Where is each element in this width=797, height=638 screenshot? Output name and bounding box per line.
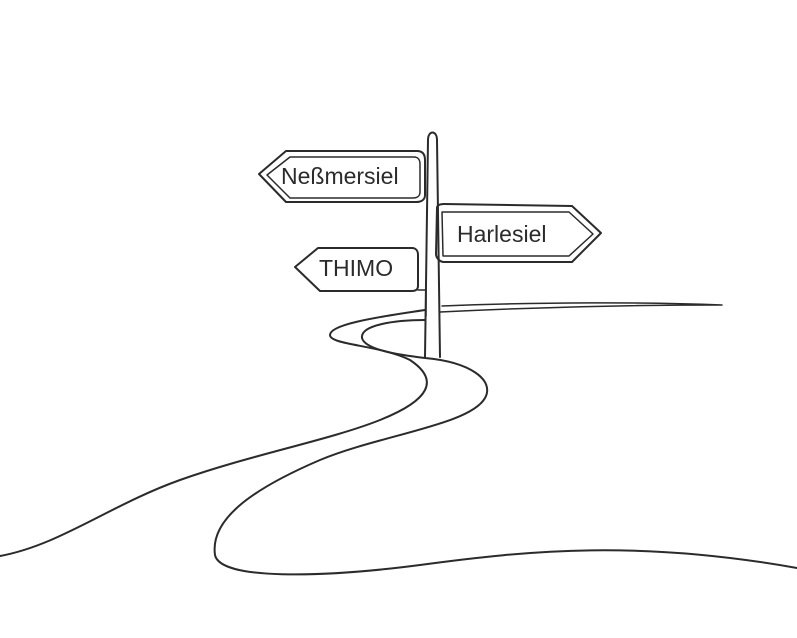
sign-nessmersiel-label: Neßmersiel <box>281 163 399 189</box>
left-hill-line <box>0 309 428 557</box>
sign-thimo-label: THIMO <box>319 255 393 281</box>
sign-harlesiel-label: Harlesiel <box>457 221 546 247</box>
sign-harlesiel-inner-outline <box>441 211 594 257</box>
signpost-pole <box>424 131 441 358</box>
sign-nessmersiel-outline <box>258 150 426 203</box>
sign-harlesiel: Harlesiel <box>435 203 602 263</box>
pole-base-loop <box>417 289 427 317</box>
road-line <box>213 319 797 576</box>
sign-nessmersiel: Neßmersiel <box>258 150 426 203</box>
sign-thimo: THIMO <box>294 247 419 292</box>
sign-nessmersiel-inner-outline <box>266 156 421 199</box>
sign-harlesiel-outline <box>435 203 602 263</box>
horizon-line <box>439 302 723 313</box>
sign-thimo-outline <box>294 247 419 292</box>
